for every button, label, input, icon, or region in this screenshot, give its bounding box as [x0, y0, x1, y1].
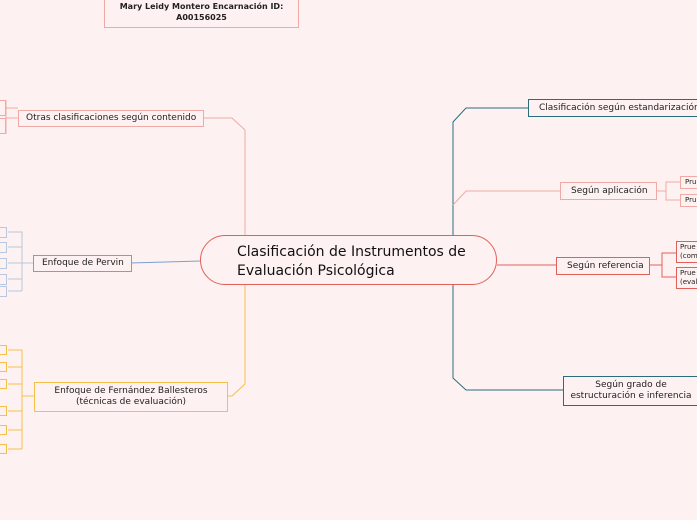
- topic-grado-line2: estructuración e inferencia: [570, 391, 692, 401]
- topic-estandarizacion-label: Clasificación según estandarización: [539, 103, 697, 113]
- leaf-referencia-1-line2: (com: [680, 252, 697, 260]
- stub-pervin-2[interactable]: [0, 242, 7, 253]
- topic-referencia-label: Según referencia: [567, 261, 644, 271]
- stub-fernandez-6[interactable]: [0, 444, 7, 454]
- stub-fernandez-4[interactable]: [0, 406, 7, 416]
- topic-enfoque-pervin[interactable]: Enfoque de Pervin: [33, 255, 132, 272]
- stub-pervin-4[interactable]: [0, 274, 7, 285]
- stub-otras-1[interactable]: [0, 100, 6, 116]
- topic-grado-line1: Según grado de: [595, 380, 667, 390]
- leaf-aplicacion-1[interactable]: Pru: [680, 176, 697, 189]
- topic-aplicacion-label: Según aplicación: [571, 186, 648, 196]
- leaf-referencia-1[interactable]: Prue (com: [676, 241, 697, 263]
- central-topic-line2: de Evaluación Psicológica: [237, 244, 466, 279]
- leaf-referencia-2-line1: Prue: [680, 269, 696, 277]
- leaf-aplicacion-2[interactable]: Pru: [680, 194, 697, 207]
- stub-line-aplicacion: [657, 181, 680, 201]
- topic-segun-grado[interactable]: Según grado de estructuración e inferenc…: [563, 376, 697, 406]
- stub-fernandez-2[interactable]: [0, 362, 7, 372]
- topic-fernandez-line1: Enfoque de Fernández Ballesteros: [54, 386, 208, 396]
- topic-otras-label: Otras clasificaciones según contenido: [26, 113, 197, 123]
- topic-clasificacion-estandarizacion[interactable]: Clasificación según estandarización: [528, 99, 697, 117]
- stub-otras-2[interactable]: [0, 118, 6, 134]
- leaf-aplicacion-2-text: Pru: [685, 196, 697, 204]
- branch-line-aplicacion: [452, 190, 560, 206]
- topic-segun-aplicacion[interactable]: Según aplicación: [560, 182, 657, 200]
- topic-enfoque-fernandez[interactable]: Enfoque de Fernández Ballesteros (técnic…: [34, 382, 228, 412]
- stub-line-fernandez: [8, 349, 34, 450]
- author-name: Mary Leidy Montero Encarnación: [119, 2, 268, 11]
- stub-fernandez-5[interactable]: [0, 425, 7, 435]
- leaf-referencia-1-line1: Prue: [680, 243, 696, 251]
- stub-pervin-5[interactable]: [0, 286, 7, 297]
- stub-line-otras: [5, 100, 18, 134]
- branch-line-estandarizacion: [452, 107, 528, 236]
- leaf-referencia-2[interactable]: Prue (eval: [676, 267, 697, 289]
- stub-pervin-1[interactable]: [0, 227, 7, 238]
- topic-otras-clasificaciones[interactable]: Otras clasificaciones según contenido: [18, 110, 204, 127]
- author-id: ID: A00156025: [176, 2, 284, 22]
- leaf-aplicacion-1-text: Pru: [685, 178, 697, 186]
- branch-line-fernandez: [228, 285, 246, 397]
- topic-pervin-label: Enfoque de Pervin: [42, 258, 124, 268]
- stub-fernandez-3[interactable]: [0, 379, 7, 389]
- stub-fernandez-1[interactable]: [0, 345, 7, 355]
- leaf-referencia-2-line2: (eval: [680, 278, 697, 286]
- author-box[interactable]: Mary Leidy Montero Encarnación ID: A0015…: [104, 0, 299, 28]
- topic-fernandez-line2: (técnicas de evaluación): [75, 397, 187, 407]
- stub-line-pervin: [8, 231, 33, 292]
- stub-line-referencia: [650, 252, 676, 278]
- topic-segun-referencia[interactable]: Según referencia: [556, 257, 650, 275]
- branch-line-otras: [18, 117, 246, 236]
- central-topic-line1: Clasificación de Instrumentos: [237, 244, 444, 260]
- branch-line-grado: [452, 285, 563, 391]
- central-topic[interactable]: Clasificación de Instrumentos de Evaluac…: [200, 235, 497, 285]
- stub-pervin-3[interactable]: [0, 258, 7, 269]
